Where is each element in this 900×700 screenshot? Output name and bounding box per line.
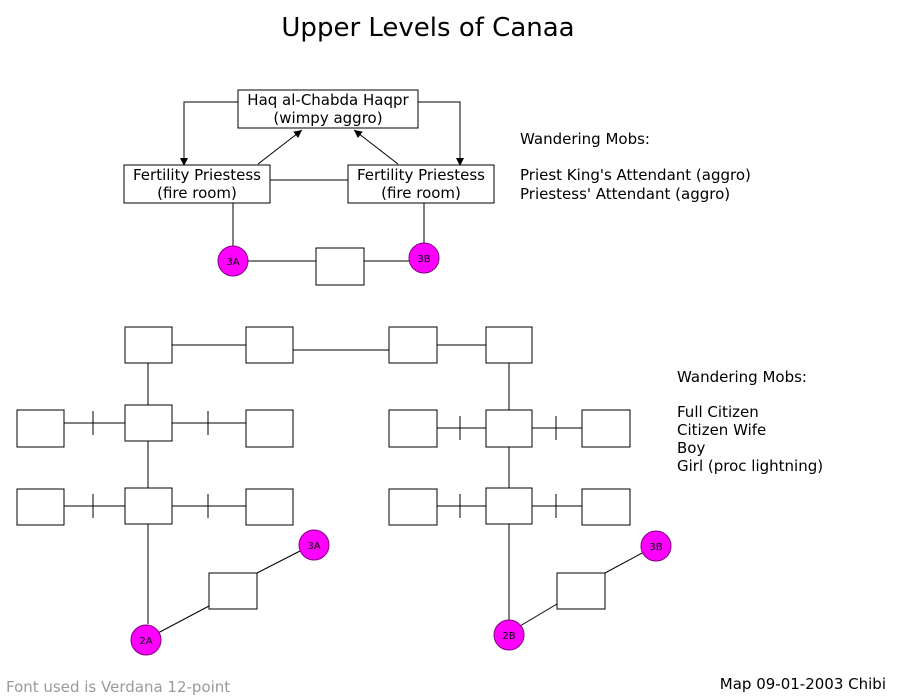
room-king-note: (wimpy aggro) bbox=[273, 109, 382, 127]
room-priestess-right-name: Fertility Priestess bbox=[357, 166, 485, 184]
portal-2a-label: 2A bbox=[139, 636, 152, 647]
arrow-right-to-king bbox=[353, 129, 399, 165]
corridor bbox=[256, 550, 301, 574]
room bbox=[388, 326, 438, 364]
room bbox=[245, 326, 294, 364]
bottom-map: 3A 2A 3B 2B Wandering Mobs: Full Citizen… bbox=[16, 326, 823, 656]
top-wandering-item: Priest King's Attendant (aggro) bbox=[520, 166, 751, 184]
room bbox=[124, 487, 173, 525]
room-priestess-right bbox=[347, 164, 495, 204]
room bbox=[485, 326, 533, 364]
bottom-wandering-item: Boy bbox=[677, 439, 705, 457]
bottom-wandering-item: Girl (proc lightning) bbox=[677, 457, 823, 475]
room bbox=[208, 572, 258, 610]
portal-2b bbox=[493, 619, 525, 651]
corridor bbox=[604, 551, 645, 574]
page-title: Upper Levels of Canaa bbox=[281, 13, 574, 43]
portal-3a-bottom-label: 3A bbox=[307, 541, 320, 552]
room bbox=[16, 409, 65, 448]
room bbox=[556, 572, 606, 610]
portal-3b-bottom-label: 3B bbox=[649, 542, 662, 553]
room-top-middle bbox=[315, 247, 365, 286]
map-credit: Map 09-01-2003 Chibi bbox=[720, 675, 886, 693]
room bbox=[124, 326, 173, 364]
room bbox=[245, 409, 294, 448]
room bbox=[581, 409, 631, 448]
room-priestess-left bbox=[123, 164, 271, 204]
portal-3a-top bbox=[217, 245, 249, 277]
room bbox=[388, 488, 438, 526]
portal-2a bbox=[130, 624, 162, 656]
arrow-left-to-king bbox=[257, 129, 303, 165]
bottom-wandering-heading: Wandering Mobs: bbox=[677, 368, 807, 386]
room bbox=[485, 487, 533, 525]
portal-3b-top bbox=[408, 242, 440, 274]
arrow-king-to-left bbox=[180, 101, 238, 166]
room bbox=[388, 409, 438, 448]
bottom-wandering-item: Full Citizen bbox=[677, 403, 759, 421]
portal-2b-label: 2B bbox=[502, 631, 515, 642]
top-wandering-item: Priestess' Attendant (aggro) bbox=[520, 185, 730, 203]
portal-3a-bottom bbox=[298, 529, 330, 561]
portal-3b-bottom bbox=[640, 530, 672, 562]
room-priestess-left-note: (fire room) bbox=[157, 184, 237, 202]
top-wandering-heading: Wandering Mobs: bbox=[520, 130, 650, 148]
portal-3a-top-label: 3A bbox=[226, 257, 239, 268]
room bbox=[581, 488, 631, 526]
top-map: Haq al-Chabda Haqpr (wimpy aggro) Fertil… bbox=[123, 89, 751, 286]
font-note: Font used is Verdana 12-point bbox=[6, 678, 230, 696]
room bbox=[245, 488, 294, 526]
corridor bbox=[519, 603, 558, 627]
room bbox=[485, 409, 533, 448]
room-priestess-left-name: Fertility Priestess bbox=[133, 166, 261, 184]
room bbox=[124, 404, 173, 442]
room-king bbox=[237, 89, 419, 129]
bottom-wandering-item: Citizen Wife bbox=[677, 421, 766, 439]
room-king-name: Haq al-Chabda Haqpr bbox=[247, 91, 409, 109]
arrow-king-to-right bbox=[418, 101, 464, 166]
room-priestess-right-note: (fire room) bbox=[381, 184, 461, 202]
room bbox=[16, 488, 65, 526]
portal-3b-top-label: 3B bbox=[417, 254, 430, 265]
corridor bbox=[157, 605, 210, 634]
